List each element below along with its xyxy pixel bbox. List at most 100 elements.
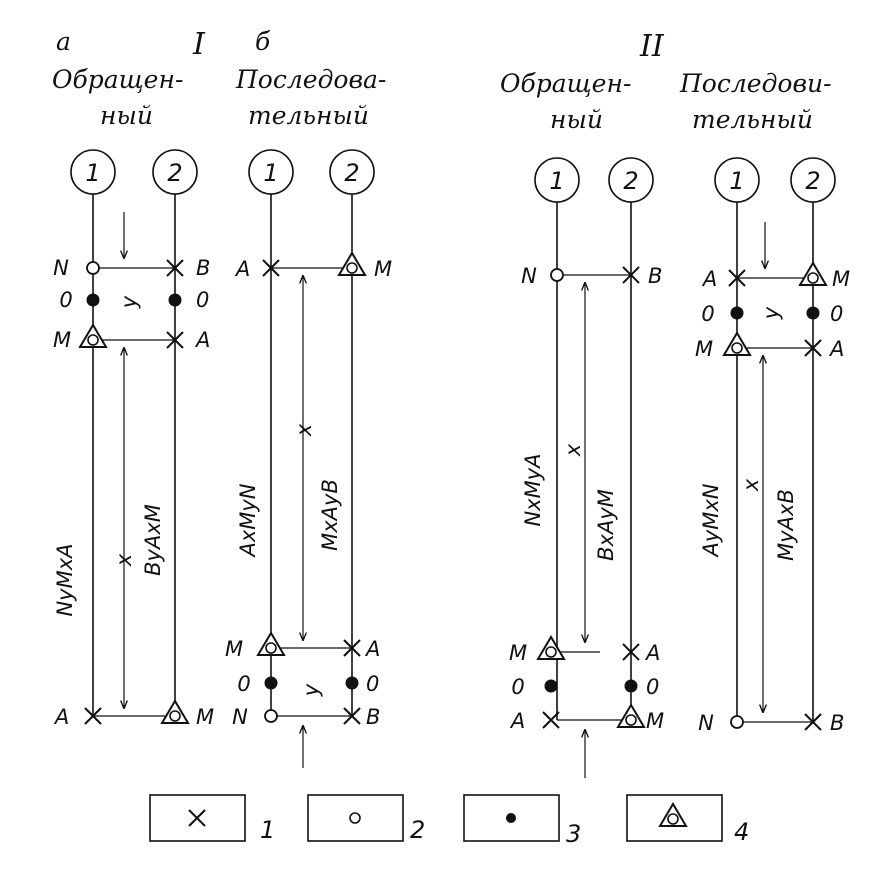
Ia-bot-left: A [53, 705, 69, 729]
IIa-top-right: B [648, 264, 662, 288]
Ia-bot-right: M [196, 705, 214, 729]
filled-dot-icon [806, 306, 820, 320]
open-circle-icon [550, 268, 564, 282]
Ia-wire2-code: ByAxM [141, 504, 165, 576]
legend-num-4: 4 [734, 818, 749, 846]
legend-item-3: 3 [463, 794, 581, 848]
triangle-circle-icon [537, 636, 565, 660]
triangle-circle-icon [338, 252, 366, 276]
IIa-bot-left: A [509, 709, 525, 733]
Ib-top-right: M [374, 257, 392, 281]
Ia-top-right: B [196, 256, 210, 280]
Ia-mid-left: 0 [59, 288, 72, 312]
Ia-dim-x: x [112, 553, 136, 567]
IIb-top-left: A [701, 267, 717, 291]
Ia-ch1-num: 1 [85, 159, 100, 187]
IIb-ch2-num: 2 [805, 167, 820, 195]
Ib-mid-left: 0 [237, 672, 250, 696]
legend-num-3: 3 [566, 820, 581, 848]
Ib-title-line2: тельный [248, 101, 369, 130]
triangle-circle-icon [161, 700, 189, 724]
Ib-dim-y: y [299, 683, 323, 697]
Ia-channel-1: 1 [70, 149, 116, 195]
Ib-ch1-num: 1 [263, 159, 278, 187]
IIb-title-line1: Последови- [679, 69, 832, 98]
IIa-mid-left: 0 [511, 675, 524, 699]
legend-item-1: 1 [149, 794, 275, 844]
IIb-top-right: M [832, 267, 850, 291]
triangle-circle-icon [799, 262, 827, 286]
IIa-low-left: M [509, 641, 527, 665]
IIb-channel-1: 1 [714, 157, 760, 203]
Ia-title-line1: Обращен- [52, 65, 183, 94]
IIa-channel-2: 2 [608, 157, 654, 203]
Ib-channel-2: 2 [329, 149, 375, 195]
Ib-wire1-code: AxMyN [236, 483, 260, 558]
IIa-low-right: A [644, 641, 660, 665]
IIa-ch2-num: 2 [623, 167, 638, 195]
IIb-low-left: M [695, 337, 713, 361]
filled-dot-icon [730, 306, 744, 320]
IIb-ch1-num: 1 [729, 167, 744, 195]
Ia-low-left: M [53, 328, 71, 352]
Ib-mid-right: 0 [366, 672, 379, 696]
filled-dot-icon [506, 813, 516, 823]
Ia-ch2-num: 2 [167, 159, 182, 187]
Ib-bot-right: B [366, 705, 380, 729]
IIa-title-line2: ный [550, 105, 603, 134]
filled-dot-icon [168, 293, 182, 307]
IIa-wire1-code: NxMyA [521, 453, 545, 526]
Ib-letter: б [255, 27, 271, 56]
filled-dot-icon [264, 676, 278, 690]
legend-item-4: 4 [626, 794, 749, 846]
IIa-bot-right: M [646, 709, 664, 733]
filled-dot-icon [86, 293, 100, 307]
IIa-title-line1: Обращен- [500, 69, 631, 98]
Ia-wire1-code: NyMxA [53, 543, 77, 616]
legend-item-2: 2 [307, 794, 425, 844]
IIa-wire2-code: BxAyM [594, 489, 618, 561]
IIa-channel-1: 1 [534, 157, 580, 203]
open-circle-icon [264, 709, 278, 723]
IIa-dim-x: x [561, 443, 585, 457]
Ib-title-line1: Последова- [235, 65, 386, 94]
triangle-circle-icon [79, 324, 107, 348]
IIa-top-left: N [521, 264, 537, 288]
Ib-low-left: M [225, 637, 243, 661]
Ib-bot-left: N [232, 705, 248, 729]
Ia-title-line2: ный [100, 101, 153, 130]
Ia-top-left: N [53, 256, 69, 280]
filled-dot-icon [345, 676, 359, 690]
Ia-low-right: A [194, 328, 210, 352]
IIb-mid-left: 0 [701, 302, 714, 326]
legend-num-1: 1 [260, 816, 275, 844]
triangle-circle-icon [617, 704, 645, 728]
Ia-dim-y: y [117, 295, 141, 309]
triangle-circle-icon [257, 632, 285, 656]
filled-dot-icon [624, 679, 638, 693]
IIb-dim-y: y [759, 306, 783, 320]
Ia-mid-right: 0 [196, 288, 209, 312]
triangle-circle-icon [723, 332, 751, 356]
Ib-channel-1: 1 [248, 149, 294, 195]
open-circle-icon [730, 715, 744, 729]
IIb-low-right: A [828, 337, 844, 361]
open-circle-icon [86, 261, 100, 275]
Ib-low-right: A [364, 637, 380, 661]
triangle-circle-icon [659, 803, 687, 827]
cross-icon [188, 809, 206, 827]
IIb-wire1-code: AyMxN [699, 483, 723, 558]
Ib-dim-x: x [292, 423, 316, 437]
IIa-ch1-num: 1 [549, 167, 564, 195]
IIb-mid-right: 0 [830, 302, 843, 326]
Ia-letter: а [56, 27, 71, 56]
Ib-ch2-num: 2 [344, 159, 359, 187]
group-II-label: II [639, 29, 665, 64]
legend: 1 2 3 4 [149, 794, 749, 848]
filled-dot-icon [544, 679, 558, 693]
IIb-bot-left: N [698, 711, 714, 735]
IIb-wire2-code: MyAxB [774, 489, 798, 561]
legend-num-2: 2 [410, 816, 425, 844]
IIb-bot-right: B [830, 711, 844, 735]
